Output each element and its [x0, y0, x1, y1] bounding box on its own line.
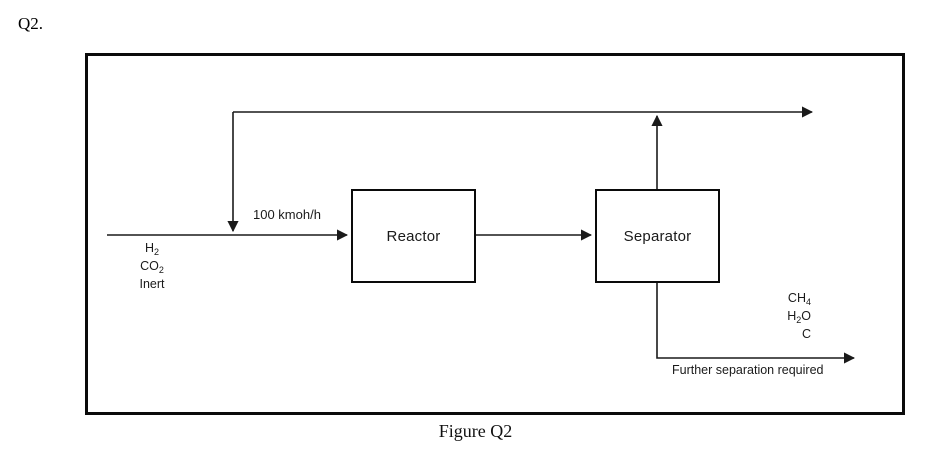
- figure-caption: Figure Q2: [438, 421, 513, 441]
- product-stream-components: CH4 H2O C: [735, 290, 811, 343]
- question-label: Q2.: [18, 14, 44, 33]
- recycle-flow-rate-label: 100 kmoh/h: [253, 207, 321, 222]
- product-component-c: C: [801, 327, 811, 341]
- separator-label: Separator: [623, 227, 692, 245]
- reactor-label: Reactor: [386, 227, 441, 245]
- reactor-unit[interactable]: Reactor: [351, 189, 476, 283]
- further-separation-note: Further separation required: [672, 363, 824, 377]
- feed-component-h2: H2: [144, 241, 160, 257]
- feed-stream-components: H2 CO2 Inert: [120, 240, 184, 293]
- separator-unit[interactable]: Separator: [595, 189, 720, 283]
- feed-component-inert: Inert: [139, 277, 165, 291]
- figure-frame: [85, 53, 905, 415]
- product-component-h2o: H2O: [787, 309, 811, 325]
- product-component-ch4: CH4: [787, 291, 811, 307]
- feed-component-co2: CO2: [140, 259, 164, 275]
